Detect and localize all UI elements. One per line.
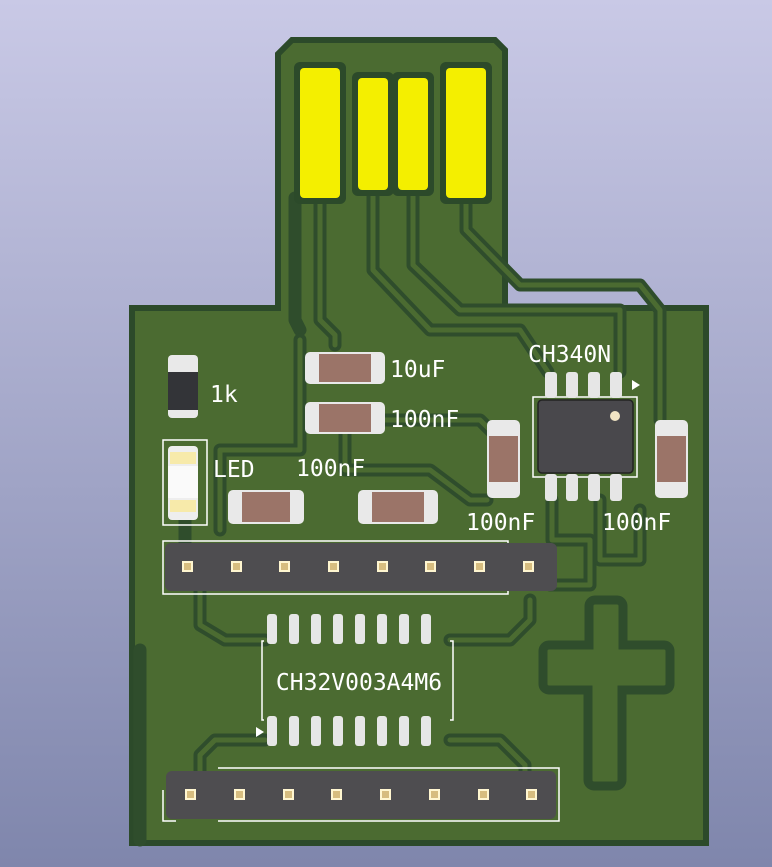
usb-gold-fingers (294, 62, 492, 204)
cross-copper-pad (538, 595, 675, 791)
resistor-1k (168, 355, 198, 418)
cap-100nf-d-label: 100nF (602, 510, 671, 536)
resistor-label: 1k (210, 382, 238, 408)
capacitor-100nf-d (655, 420, 688, 498)
cap-10uf-label: 10uF (390, 357, 445, 383)
copper-traces (133, 183, 667, 847)
usb-finger-vbus (300, 68, 340, 198)
cap-100nf-b-label: 100nF (296, 456, 365, 482)
usb-finger-dminus (358, 78, 388, 190)
capacitor-100nf-b-right (358, 490, 438, 524)
pin-header-bottom (162, 767, 560, 822)
usb-finger-dplus (398, 78, 428, 190)
capacitor-10uf (305, 352, 385, 384)
ch340n-chip (532, 372, 640, 501)
usb-finger-gnd (446, 68, 486, 198)
pin-header-top (162, 540, 557, 595)
capacitor-100nf-a (305, 402, 385, 434)
led-label: LED (213, 457, 255, 483)
cap-100nf-a-label: 100nF (390, 407, 459, 433)
capacitor-100nf-c (487, 420, 520, 498)
led (162, 439, 208, 526)
ch32v003-chip (256, 614, 454, 746)
cap-100nf-c-label: 100nF (466, 510, 535, 536)
ch32v003-label: CH32V003A4M6 (276, 670, 442, 696)
capacitor-100nf-b-left (228, 490, 304, 524)
ch340n-label: CH340N (528, 342, 611, 368)
